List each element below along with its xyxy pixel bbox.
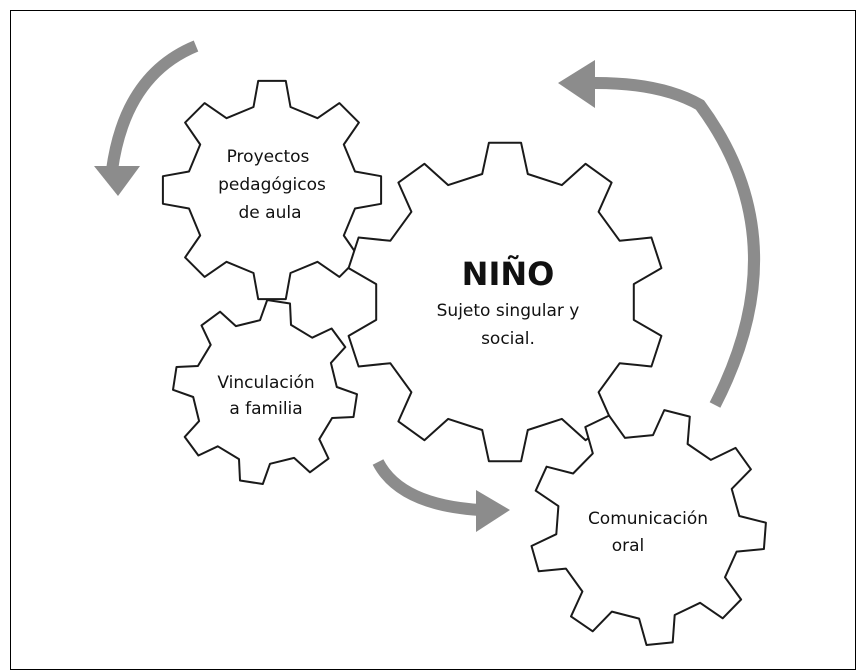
gear-nino: [347, 141, 663, 463]
arrow-bottom: [372, 459, 481, 516]
gears-diagram: Proyectos pedagógicos de aula NIÑO Sujet…: [94, 40, 767, 646]
proyectos-line-2: pedagógicos: [218, 175, 326, 195]
arrow-top-left-head: [94, 166, 140, 196]
arrow-bottom-head: [476, 490, 510, 532]
comunicacion-line-1: Comunicación: [588, 509, 708, 529]
comunicacion-line-2: oral: [612, 536, 645, 556]
nino-line-2: social.: [481, 329, 535, 349]
vinculacion-line-1: Vinculación: [217, 373, 314, 393]
nino-title: NIÑO: [462, 255, 555, 293]
arrow-right-head: [558, 60, 595, 108]
nino-line-1: Sujeto singular y: [437, 301, 580, 321]
arrow-right: [589, 76, 761, 408]
proyectos-line-3: de aula: [239, 203, 302, 223]
arrow-top-left: [106, 40, 199, 171]
proyectos-line-1: Proyectos: [227, 147, 310, 167]
cycle-arrows: [94, 40, 761, 532]
gear-comunicacion: [530, 409, 767, 646]
vinculacion-line-2: a familia: [229, 399, 302, 419]
gear-proyectos: [161, 79, 383, 301]
gear-vinculacion: [172, 299, 358, 485]
